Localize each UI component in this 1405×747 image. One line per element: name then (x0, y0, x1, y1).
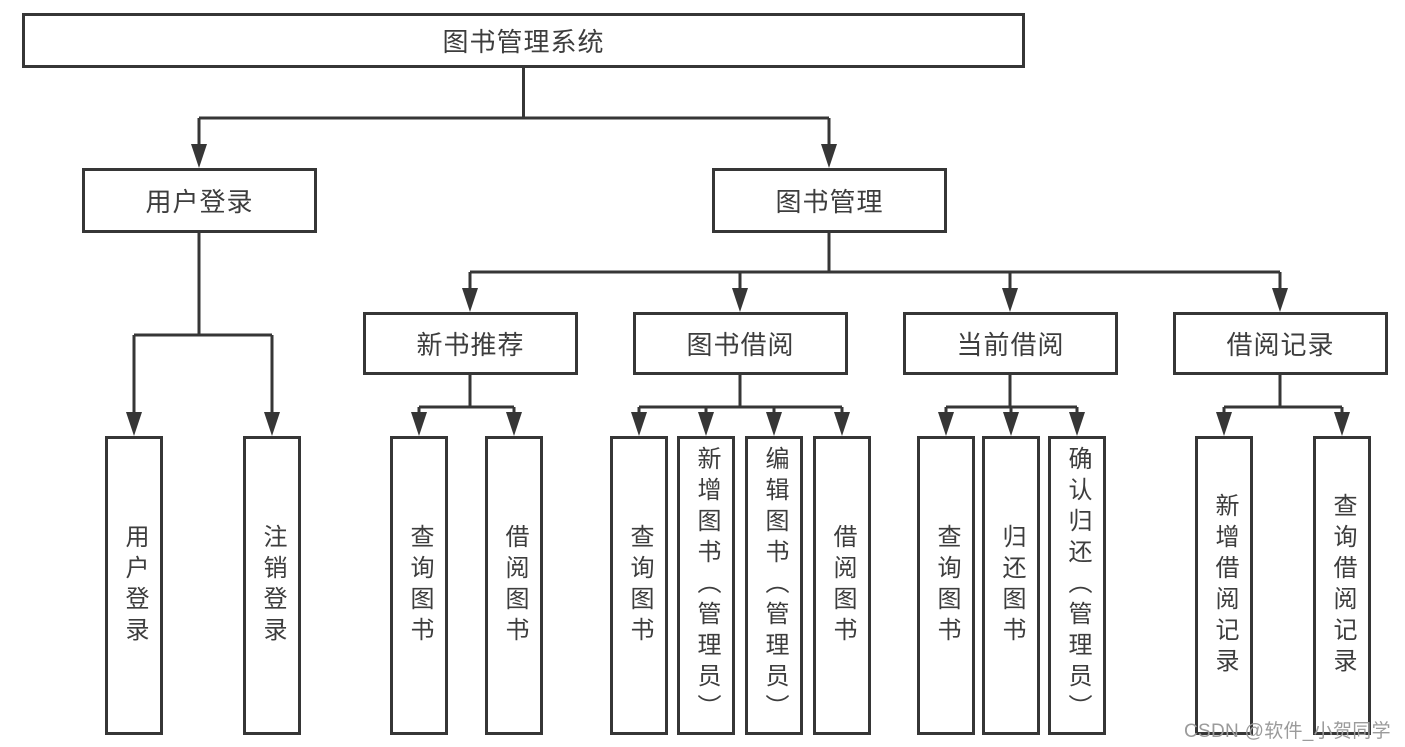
arrow-icon (1069, 412, 1085, 436)
arrow-icon (264, 412, 280, 436)
arrow-icon (506, 412, 522, 436)
node-label: 注销登录 (259, 523, 286, 648)
node-label: 查询借阅记录 (1329, 492, 1356, 679)
node-label: 新增借阅记录 (1211, 492, 1238, 679)
node-label: 新增图书（管理员） (693, 446, 720, 725)
arrow-icon (1003, 412, 1019, 436)
node-label: 归还图书 (998, 523, 1025, 648)
arrow-icon (938, 412, 954, 436)
node-book-management: 图书管理 (712, 168, 947, 233)
node-borrowing-records: 借阅记录 (1173, 312, 1388, 375)
leaf-user-login: 用户登录 (105, 436, 163, 735)
node-label: 用户登录 (145, 187, 254, 217)
arrow-icon (732, 288, 748, 312)
arrow-icon (126, 412, 142, 436)
node-label: 查询图书 (626, 523, 653, 648)
node-label: 借阅图书 (829, 523, 856, 648)
node-new-book-recommendation: 新书推荐 (363, 312, 578, 375)
arrow-icon (1002, 288, 1018, 312)
node-label: 查询图书 (933, 523, 960, 648)
leaf-confirm-return-admin: 确认归还（管理员） (1048, 436, 1106, 735)
node-label: 新书推荐 (416, 330, 525, 360)
arrow-icon (698, 412, 714, 436)
node-label: 借阅图书 (501, 523, 528, 648)
leaf-borrow-books-recommend: 借阅图书 (485, 436, 543, 735)
arrow-icon (1334, 412, 1350, 436)
node-label: 查询图书 (406, 523, 433, 648)
node-label: 编辑图书（管理员） (761, 446, 788, 725)
arrow-icon (1272, 288, 1288, 312)
leaf-edit-book-admin: 编辑图书（管理员） (745, 436, 803, 735)
leaf-query-borrow-record: 查询借阅记录 (1313, 436, 1371, 735)
node-library-management-system: 图书管理系统 (22, 13, 1025, 68)
arrow-icon (462, 288, 478, 312)
node-label: 当前借阅 (956, 330, 1065, 360)
leaf-logout: 注销登录 (243, 436, 301, 735)
node-user-login: 用户登录 (82, 168, 317, 233)
node-label: 确认归还（管理员） (1064, 446, 1091, 725)
leaf-add-book-admin: 新增图书（管理员） (677, 436, 735, 735)
node-label: 图书借阅 (686, 330, 795, 360)
arrow-icon (766, 412, 782, 436)
arrow-icon (411, 412, 427, 436)
arrow-icon (631, 412, 647, 436)
node-book-borrowing: 图书借阅 (633, 312, 848, 375)
arrow-icon (821, 144, 837, 168)
connector-path (132, 68, 1344, 414)
leaf-query-books-borrowing: 查询图书 (610, 436, 668, 735)
arrow-icon (191, 144, 207, 168)
leaf-query-books-recommend: 查询图书 (390, 436, 448, 735)
node-label: 用户登录 (121, 523, 148, 648)
arrow-icon (834, 412, 850, 436)
csdn-watermark: CSDN @软件_小贺同学 (1184, 721, 1391, 742)
node-label: 借阅记录 (1226, 330, 1335, 360)
node-current-borrowing: 当前借阅 (903, 312, 1118, 375)
leaf-query-books-current: 查询图书 (917, 436, 975, 735)
node-label: 图书管理 (775, 187, 884, 217)
leaf-borrow-books-borrowing: 借阅图书 (813, 436, 871, 735)
arrow-icon (1216, 412, 1232, 436)
leaf-add-borrow-record: 新增借阅记录 (1195, 436, 1253, 735)
leaf-return-books: 归还图书 (982, 436, 1040, 735)
node-label: 图书管理系统 (442, 27, 605, 57)
arrowheads (126, 144, 1350, 436)
